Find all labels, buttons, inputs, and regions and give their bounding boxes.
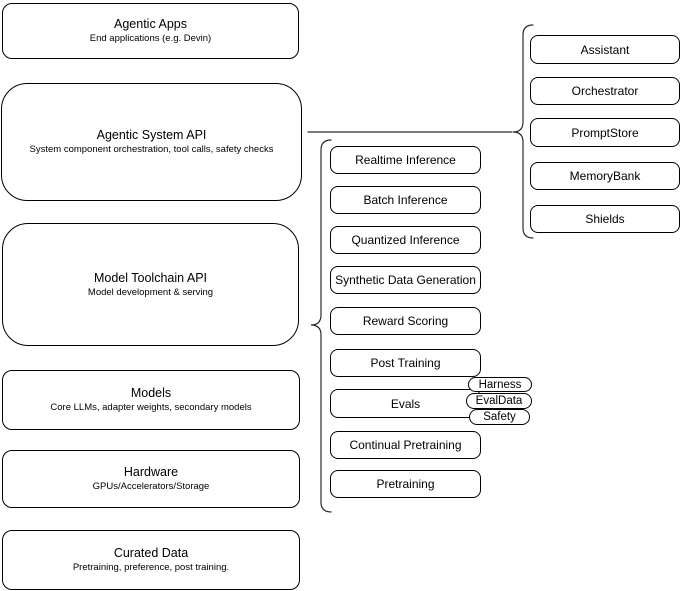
node-title: Curated Data [113,546,189,560]
node-agentic-apps: Agentic Apps End applications (e.g. Devi… [2,3,299,59]
node-batch-inference: Batch Inference [330,186,481,214]
tag-safety: Safety [469,409,530,425]
node-evals: Evals [330,389,481,418]
node-label: PromptStore [571,125,639,140]
node-label: Quantized Inference [351,233,460,247]
node-agentic-system-api: Agentic System API System component orch… [1,83,302,201]
tag-harness: Harness [468,377,532,392]
node-label: Reward Scoring [362,314,449,328]
node-label: Batch Inference [363,193,448,207]
tag-label: Harness [478,378,522,391]
node-label: Synthetic Data Generation [335,273,476,287]
node-promptstore: PromptStore [530,118,680,147]
node-label: Continual Pretraining [349,438,462,452]
node-assistant: Assistant [530,35,680,64]
node-label: Orchestrator [571,84,639,98]
node-label: Evals [390,396,421,411]
node-hardware: Hardware GPUs/Accelerators/Storage [2,450,300,508]
node-label: Assistant [580,42,630,57]
node-subtitle: Model development & serving [87,286,214,298]
node-title: Models [130,386,172,400]
node-model-toolchain-api: Model Toolchain API Model development & … [2,223,299,346]
node-memorybank: MemoryBank [530,162,680,190]
node-title: Hardware [123,465,179,479]
node-label: Realtime Inference [355,153,456,167]
node-orchestrator: Orchestrator [530,77,680,105]
tag-evaldata: EvalData [466,393,532,409]
node-post-training: Post Training [330,349,481,377]
node-subtitle: System component orchestration, tool cal… [29,144,274,155]
node-subtitle: Pretraining, preference, post training. [72,562,230,573]
brace-toolchain-components [310,139,332,513]
node-curated-data: Curated Data Pretraining, preference, po… [2,530,300,590]
node-subtitle: End applications (e.g. Devin) [89,33,212,44]
node-continual-pretraining: Continual Pretraining [330,431,481,459]
node-shields: Shields [530,205,680,233]
node-title: Model Toolchain API [93,270,208,285]
node-title: Agentic System API [96,128,207,142]
node-reward-scoring: Reward Scoring [330,307,481,335]
node-subtitle: GPUs/Accelerators/Storage [92,481,210,492]
node-quantized-inference: Quantized Inference [330,226,481,254]
node-label: Pretraining [376,477,435,491]
node-subtitle: Core LLMs, adapter weights, secondary mo… [50,402,252,413]
tag-label: Safety [483,411,516,423]
node-pretraining: Pretraining [330,470,481,498]
tag-label: EvalData [475,395,523,407]
node-realtime-inference: Realtime Inference [330,146,481,174]
node-title: Agentic Apps [114,17,187,31]
node-synthetic-data-generation: Synthetic Data Generation [330,266,481,294]
node-label: Shields [585,212,625,226]
node-label: MemoryBank [569,169,641,183]
node-models: Models Core LLMs, adapter weights, secon… [2,370,300,430]
node-label: Post Training [370,356,441,370]
